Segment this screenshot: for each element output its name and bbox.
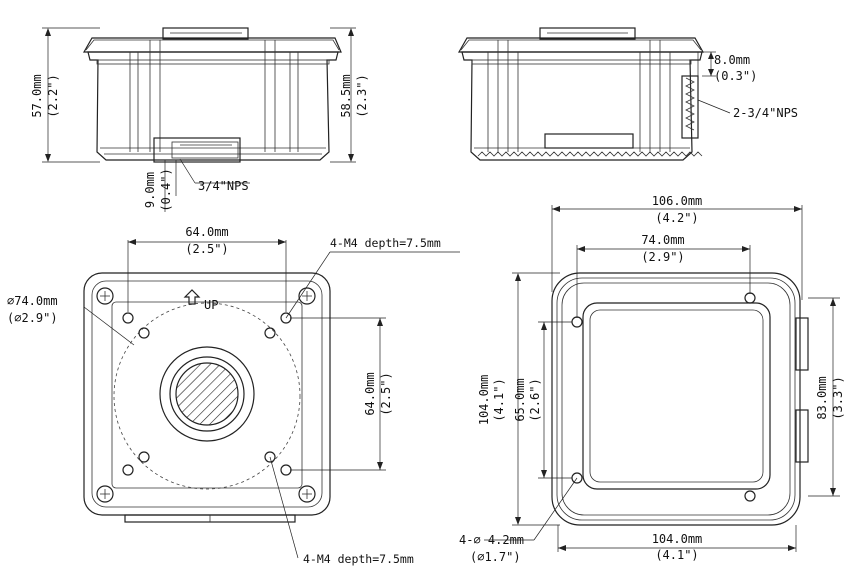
bottom-view <box>83 239 460 559</box>
diameter-symbol: ∅ <box>14 311 21 325</box>
top-inner-height-in: (3.3") <box>831 376 845 419</box>
top-outer-height: 104.0mm <box>477 375 491 426</box>
front-bottom-offset-in: (0.4") <box>159 168 173 211</box>
corner-screw-icon <box>298 485 316 503</box>
right-offset-in: (0.3") <box>714 69 757 83</box>
top-hole-spacing-x-in: (2.9") <box>641 250 684 264</box>
up-arrow-icon <box>183 289 201 305</box>
bottom-screw-label-top: 4-M4 depth=7.5mm <box>330 236 441 250</box>
corner-screw-icon <box>298 287 316 305</box>
circle-dia-inch: 2.9" <box>21 311 50 325</box>
bottom-side-spacing: 64.0mm <box>363 372 377 415</box>
bottom-top-spacing: 64.0mm <box>185 225 228 239</box>
top-base-width-in: (4.1") <box>655 548 698 562</box>
top-view <box>484 205 840 552</box>
circle-dia-value: 74.0mm <box>14 294 57 308</box>
top-hole-label: 4-∅ 4.2mm <box>459 533 524 547</box>
right-offset: 8.0mm <box>714 53 750 67</box>
top-hole-spacing-x: 74.0mm <box>641 233 684 247</box>
front-height-right: 58.5mm <box>339 74 353 117</box>
bottom-up-label: UP <box>204 298 218 312</box>
top-outer-width-in: (4.2") <box>655 211 698 225</box>
top-hole-spacing-y: 65.0mm <box>513 378 527 421</box>
front-height-right-in: (2.3") <box>355 74 369 117</box>
bottom-screw-label-bottom: 4-M4 depth=7.5mm <box>303 552 414 566</box>
top-hole-spacing-y-in: (2.6") <box>528 378 542 421</box>
front-height-left: 57.0mm <box>30 74 44 117</box>
right-side-view <box>457 27 731 161</box>
corner-screw-icon <box>96 287 114 305</box>
top-base-width: 104.0mm <box>652 532 703 546</box>
svg-text:(∅2.9"): (∅2.9") <box>7 311 58 325</box>
bottom-top-spacing-in: (2.5") <box>185 242 228 256</box>
top-outer-height-in: (4.1") <box>492 378 506 421</box>
bottom-circle-dia: ∅74.0mm (∅2.9") <box>7 294 58 325</box>
front-port-label: 3/4"NPS <box>198 179 249 193</box>
svg-text:∅74.0mm: ∅74.0mm <box>7 294 58 308</box>
dimension-labels: 57.0mm (2.2") 58.5mm (2.3") 9.0mm (0.4")… <box>7 53 845 566</box>
diameter-symbol: ∅ <box>7 294 14 308</box>
right-port-label: 2-3/4"NPS <box>733 106 798 120</box>
top-inner-height: 83.0mm <box>815 376 829 419</box>
bottom-side-spacing-in: (2.5") <box>379 372 393 415</box>
corner-screw-icon <box>96 485 114 503</box>
front-bottom-offset: 9.0mm <box>143 172 157 208</box>
top-outer-width: 106.0mm <box>652 194 703 208</box>
top-hole-label-in: (∅1.7") <box>470 550 521 564</box>
front-side-view <box>42 27 356 212</box>
front-height-left-in: (2.2") <box>46 74 60 117</box>
